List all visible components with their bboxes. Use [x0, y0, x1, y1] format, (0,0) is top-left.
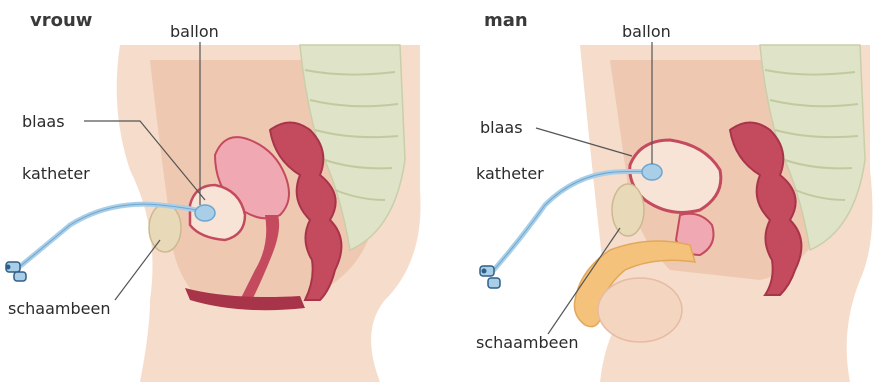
- male-title: man: [484, 10, 528, 31]
- male-label-catheter: katheter: [476, 164, 544, 183]
- male-pubic-bone: [612, 184, 644, 236]
- female-label-balloon: ballon: [170, 22, 219, 41]
- male-label-bladder: blaas: [480, 118, 523, 137]
- male-label-balloon: ballon: [622, 22, 671, 41]
- male-scrotum: [598, 278, 682, 342]
- female-label-catheter: katheter: [22, 164, 90, 183]
- female-panel: vrouw ballon blaas katheter schaambeen: [6, 10, 421, 382]
- female-label-pubic-bone: schaambeen: [8, 299, 110, 318]
- female-pubic-bone: [149, 204, 181, 252]
- male-catheter-balloon: [642, 164, 662, 180]
- male-label-pubic-bone: schaambeen: [476, 333, 578, 352]
- male-panel: man ballon blaas katheter schaambeen: [476, 10, 872, 382]
- female-title: vrouw: [30, 10, 92, 31]
- female-catheter-balloon: [195, 205, 215, 221]
- female-label-bladder: blaas: [22, 112, 65, 131]
